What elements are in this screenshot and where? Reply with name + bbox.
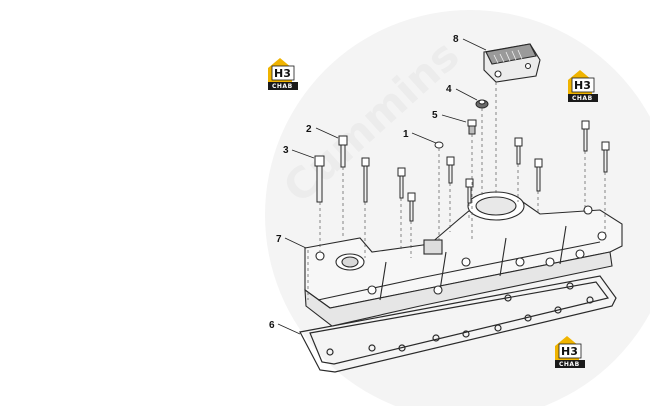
cover-bolt-bosses [315,205,607,295]
callout-4-label: 4 [446,84,452,95]
logo-mark: H3 [561,345,578,358]
logo-mark-box [571,77,595,93]
logo-caption: CHAB [272,83,293,90]
callout-2-label: 2 [306,124,312,135]
callout-5: 5 [432,110,467,123]
breather-grille [493,49,523,64]
logo-badge-3: H3 CHAB [555,336,585,368]
callout-4: 4 [446,84,478,101]
cover-rib-1 [379,261,387,301]
logo-caption-box [568,94,598,102]
crankcase-breather [483,43,541,83]
callout-2: 2 [306,124,339,139]
bolt-long [314,155,325,203]
cover-front [304,251,613,327]
callout-6: 6 [269,320,301,335]
breather-port [494,70,502,78]
breather-top [485,43,537,65]
callout-7-label: 7 [276,234,282,245]
grommet [475,99,489,109]
logo-caption-box [268,82,298,90]
callout-1-label: 1 [403,129,409,140]
cover-rib-4 [559,225,567,265]
cover-rail [317,241,601,301]
callout-3: 3 [283,145,315,159]
callouts: 1 2 3 4 5 6 7 8 [269,34,487,335]
fitting [467,119,477,135]
oil-fill-hole [341,256,359,268]
logo-badge-2: H3 CHAB [568,70,598,102]
breather-port-2 [524,62,532,70]
logo-caption: CHAB [559,361,580,368]
callout-6-label: 6 [269,320,275,331]
bolts [314,99,610,222]
sensor-port [423,239,443,255]
callout-8-label: 8 [453,34,459,45]
callout-7: 7 [276,234,307,249]
logo-mark-box [558,343,582,359]
callout-3-label: 3 [283,145,289,156]
callout-1: 1 [403,129,437,144]
watermark: Cummins [265,10,650,406]
logo-caption: CHAB [572,95,593,102]
gasket-outer [299,275,617,373]
logo-badge-1: H3 CHAB [268,58,298,90]
logo-caption-box [555,360,585,368]
callout-8: 8 [453,34,487,51]
cover-rib-2 [439,251,447,291]
gasket-inner [309,281,610,365]
valve-cover [304,191,623,327]
bolt-row [361,120,610,222]
callout-5-label: 5 [432,110,438,121]
logo-mark-box [271,65,295,81]
plug [434,141,444,149]
logo-mark: H3 [574,79,591,92]
gasket-bolt-holes [326,282,594,356]
breather-mount-inner [475,196,517,216]
assembly-lines [307,82,606,300]
bolt-short [338,135,348,168]
gasket [299,275,617,373]
cover-rib-3 [499,237,507,277]
logo-mark: H3 [274,67,291,80]
